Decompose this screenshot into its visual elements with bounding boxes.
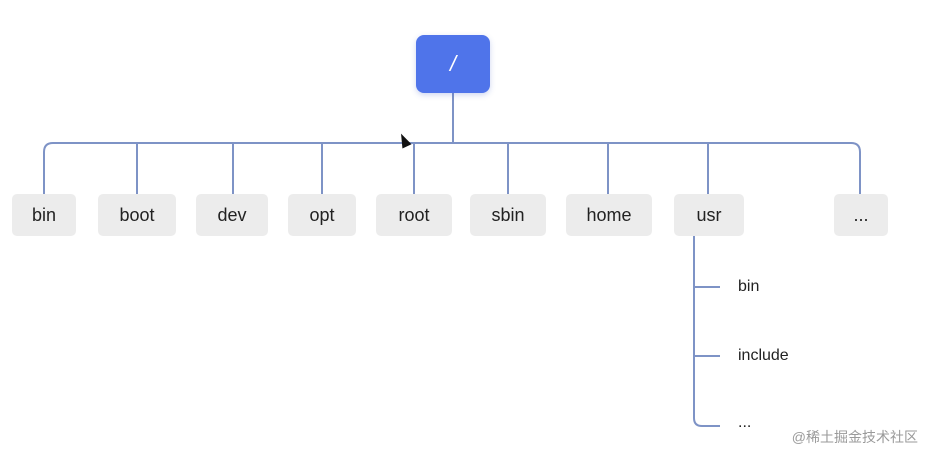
main-bus-line [43, 142, 861, 194]
dir-label: home [586, 204, 632, 225]
dir-label: opt [309, 204, 335, 225]
dir-label: dev [217, 204, 247, 225]
root-directory-node: / [416, 35, 490, 93]
dir-label: bin [31, 204, 57, 225]
watermark: @稀土掘金技术社区 [791, 429, 918, 445]
usr-subtree-line [693, 236, 720, 427]
root-directory-label: / [449, 51, 457, 76]
dir-label: boot [119, 204, 155, 225]
dir-node-boot: boot [98, 194, 176, 236]
dir-node-sbin: sbin [470, 194, 546, 236]
usr-child-more: ... [738, 414, 752, 431]
dir-node-home: home [566, 194, 652, 236]
dir-node-usr: usr [674, 194, 744, 236]
usr-child-include: include [738, 347, 789, 364]
usr-child-bin: bin [738, 278, 760, 295]
dir-label: root [398, 204, 430, 225]
dir-label: usr [696, 204, 722, 225]
dir-node-bin: bin [12, 194, 76, 236]
dir-label: ... [853, 204, 869, 225]
dir-node-opt: opt [288, 194, 356, 236]
dir-label: sbin [491, 204, 525, 225]
dir-node-dev: dev [196, 194, 268, 236]
dir-node-more: ... [834, 194, 888, 236]
dir-node-root: root [376, 194, 452, 236]
